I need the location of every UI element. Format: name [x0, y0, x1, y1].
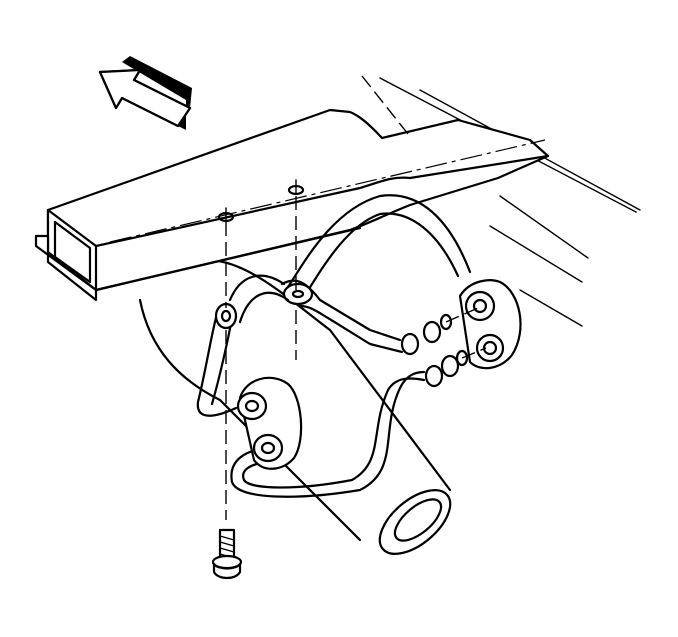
mounting-bolt — [211, 528, 243, 580]
alignment-lines — [225, 196, 487, 520]
bolt-hole-2 — [287, 179, 305, 196]
rubber-insulator-rear — [458, 279, 522, 370]
frame-crossmember — [34, 75, 550, 302]
rubber-insulator-front — [236, 376, 303, 470]
arrow-up-left-icon — [98, 56, 192, 130]
hanger-bracket-rear — [280, 194, 472, 356]
hanger-bracket-front — [196, 274, 469, 498]
bolt-hole-1 — [217, 207, 235, 223]
